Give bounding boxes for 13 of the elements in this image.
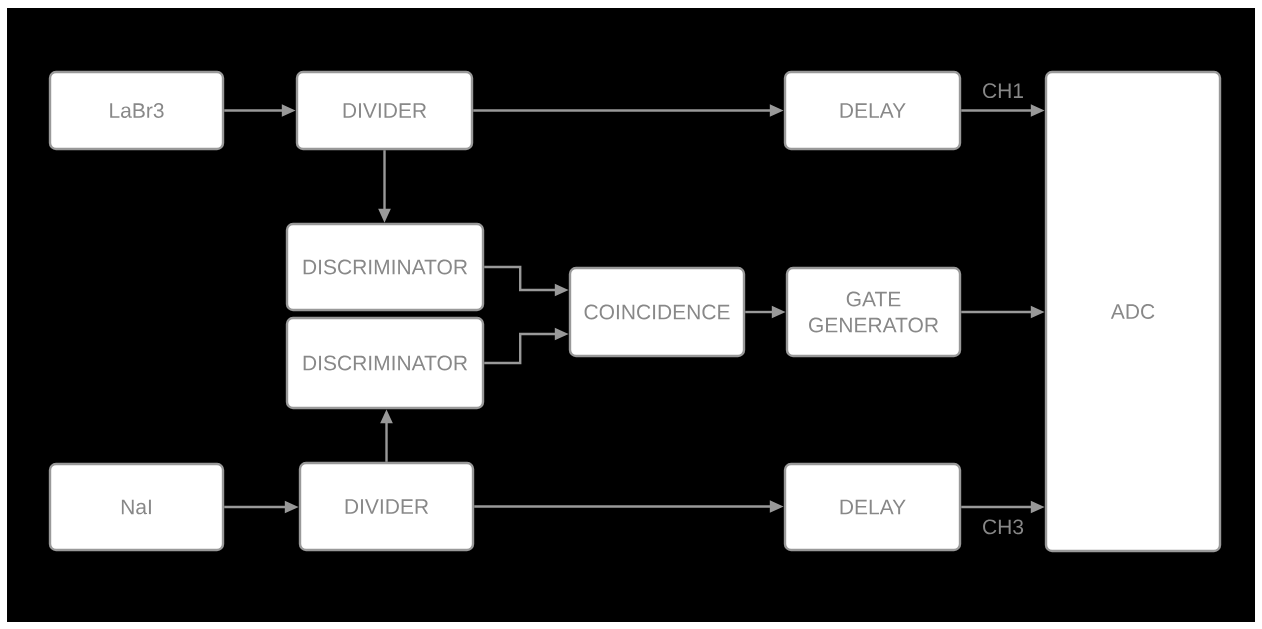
process-box: DELAY (783, 70, 962, 151)
process-box: DISCRIMINATOR (285, 316, 485, 410)
edge-label: CH1 (983, 83, 1023, 99)
process-box: COINCIDENCE (568, 266, 746, 358)
process-box: DIVIDER (298, 461, 475, 552)
process-box: DIVIDER (295, 70, 474, 151)
process-box: GATE GENERATOR (785, 266, 962, 358)
edge-label: CH3 (983, 519, 1024, 535)
process-box: DELAY (783, 462, 962, 552)
converter-box: ADC (1044, 70, 1222, 553)
process-box: DISCRIMINATOR (285, 222, 485, 312)
process-box: NaI (48, 462, 225, 552)
process-box: LaBr3 (48, 70, 225, 151)
